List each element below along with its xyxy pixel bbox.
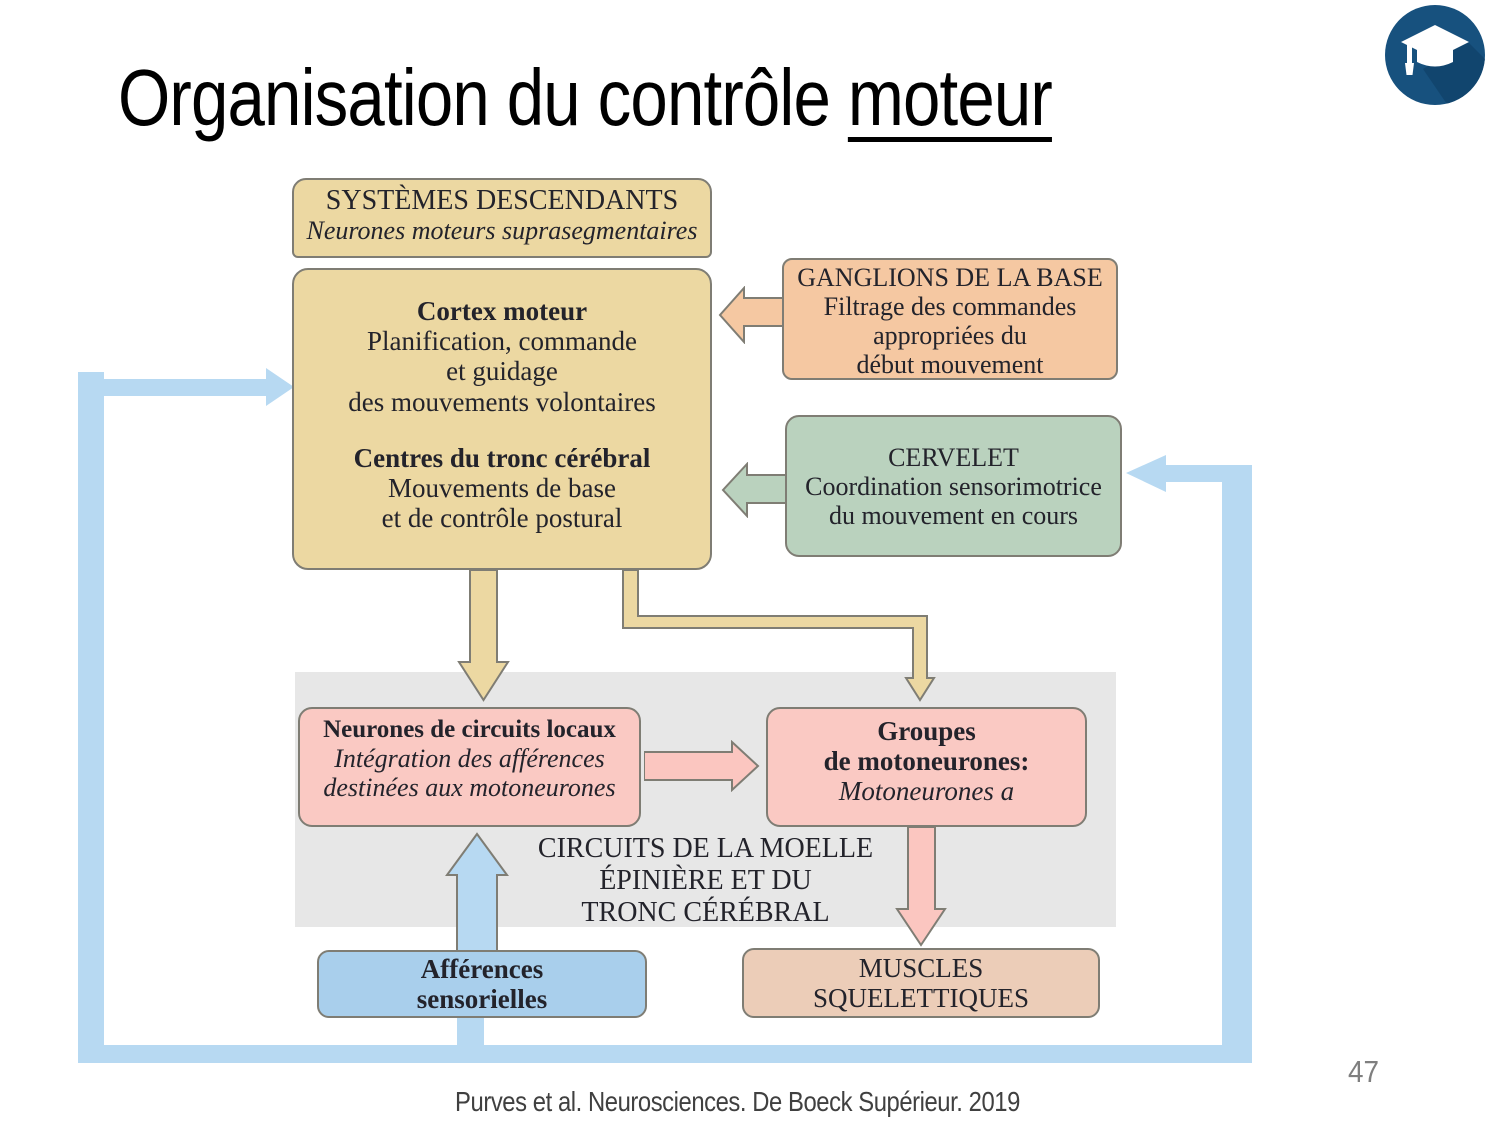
local-circuit-line: destinées aux motoneurones [323,773,616,803]
feedback-loop-bottom-bar [78,1045,1252,1063]
basal-ganglia-title: GANGLIONS DE LA BASE [797,263,1103,292]
arrow-basal-ganglia-to-cortex [718,286,786,344]
arrow-shape [622,570,936,702]
basal-ganglia-line: début mouvement [856,350,1044,380]
page-number: 47 [1348,1054,1380,1089]
sensory-line: sensorielles [416,984,548,1015]
basal-ganglia-line: appropriées du [873,321,1027,351]
motoneuron-title-line: de motoneurones: [823,746,1030,777]
arrow-shape [721,462,789,518]
feedback-loop-right-bar [1222,465,1252,1063]
brainstem-block: Centres du tronc cérébral Mouvements de … [294,443,710,534]
descending-systems-title: SYSTÈMES DESCENDANTS [325,185,679,216]
citation: Purves et al. Neurosciences. De Boeck Su… [455,1086,1020,1117]
tassel-cord [1407,43,1412,63]
page-title: Organisation du contrôle moteur [118,52,1053,144]
arrow-cerebellum-to-brainstem [721,462,789,518]
cerebellum-title: CERVELET [888,443,1019,472]
cerebellum-line: du mouvement en cours [828,501,1079,531]
brainstem-line: et de contrôle postural [381,503,623,534]
arrow-shape [718,286,786,344]
muscles-line: MUSCLES [858,953,984,983]
muscles-line: SQUELETTIQUES [813,983,1029,1014]
arrow-shape [100,368,294,406]
box-basal-ganglia: GANGLIONS DE LA BASE Filtrage des comman… [782,258,1118,380]
tassel-end [1405,63,1414,75]
page-title-underlined-word: moteur [847,53,1053,142]
box-skeletal-muscles: MUSCLES SQUELETTIQUES [742,948,1100,1018]
arrow-shape [895,827,947,947]
arrow-shape [644,740,760,792]
box-local-circuit-neurons: Neurones de circuits locaux Intégration … [298,707,641,827]
cerebellum-line: Coordination sensorimotrice [805,472,1102,502]
mortarboard-base [1417,50,1453,67]
arrow-motoneurons-to-muscles [895,827,947,947]
arrow-descending-to-local-circuits [457,570,510,702]
spinal-circuits-line: CIRCUITS DE LA MOELLE [537,833,874,864]
spinal-circuits-label: CIRCUITS DE LA MOELLE ÉPINIÈRE ET DU TRO… [295,833,1116,933]
motoneuron-title-line: Groupes [877,716,976,746]
cortex-line: des mouvements volontaires [348,386,656,417]
arrow-descending-to-motoneurons [622,570,936,702]
box-descending-systems-body: Cortex moteur Planification, commande et… [292,268,712,570]
arrow-shape [457,570,510,702]
descending-systems-subtitle: Neurones moteurs suprasegmentaires [306,216,698,246]
basal-ganglia-line: Filtrage des commandes [823,292,1077,322]
box-cerebellum: CERVELET Coordination sensorimotrice du … [785,415,1122,557]
sensory-line: Afférences [420,954,544,984]
arrow-shape [1126,455,1252,492]
page-title-prefix: Organisation du contrôle [118,53,848,142]
cortex-line: Planification, commande [367,326,637,357]
local-circuit-line: Intégration des afférences [334,744,605,773]
spinal-circuits-line: ÉPINIÈRE ET DU [599,865,812,897]
cortex-title: Cortex moteur [416,296,588,326]
arrow-feedback-to-cerebellum [1126,455,1252,492]
graduation-cap-icon [1385,5,1485,105]
cortex-line: et guidage [446,356,558,387]
brainstem-line: Mouvements de base [388,473,616,504]
box-descending-systems-header: SYSTÈMES DESCENDANTS Neurones moteurs su… [292,178,712,258]
cortex-block: Cortex moteur Planification, commande et… [294,296,710,417]
arrow-sensory-to-local-circuits [445,832,509,952]
feedback-loop-left-bar [78,372,104,1063]
arrow-local-to-motoneurons [644,740,760,792]
sensory-box-stem [457,1016,484,1048]
local-circuit-title: Neurones de circuits locaux [323,716,616,743]
box-sensory-afferents: Afférences sensorielles [317,950,647,1018]
spinal-circuits-line: TRONC CÉRÉBRAL [581,897,830,929]
motoneuron-subtitle: Motoneurones a [838,776,1015,807]
brainstem-title: Centres du tronc cérébral [353,442,651,473]
box-motoneuron-pools: Groupes de motoneurones: Motoneurones a [766,707,1087,827]
arrow-feedback-to-cortex [100,368,294,406]
arrow-shape [445,832,509,952]
